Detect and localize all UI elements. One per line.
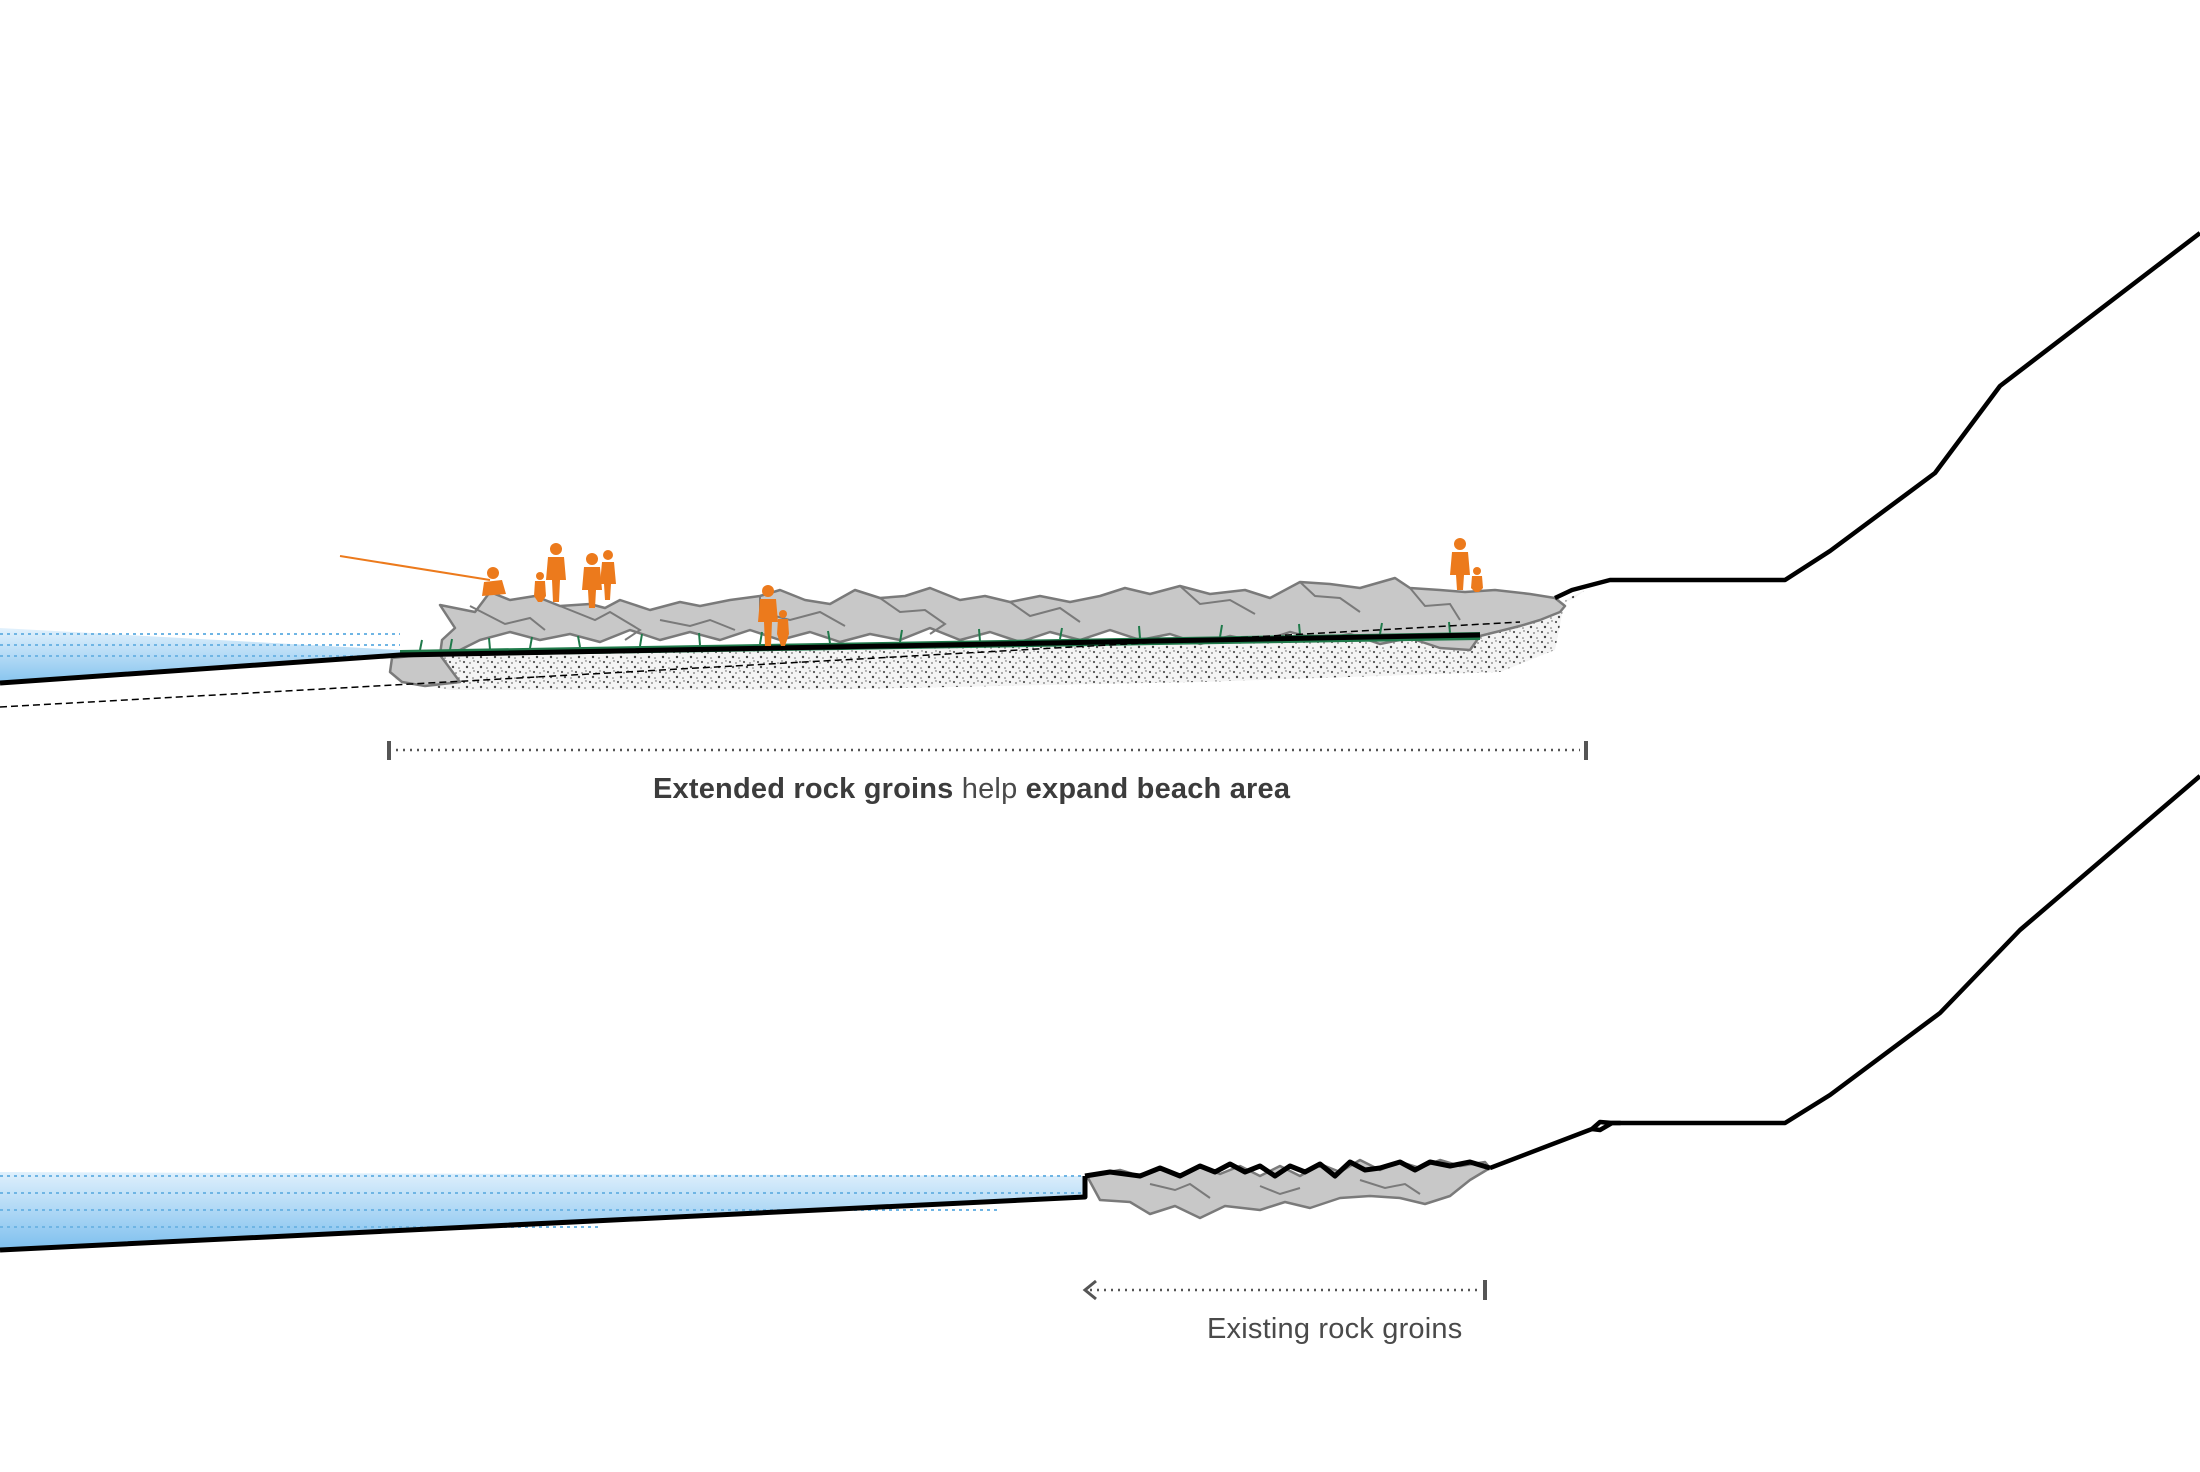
top-grass-blades [419,621,1451,651]
bottom-slope-line-upper [1591,774,2200,1133]
top-water [0,628,400,683]
person-adult-icon [1450,538,1470,590]
top-section [0,231,2200,760]
existing-groins-caption: Existing rock groins [1207,1313,1463,1345]
person-child-icon [1471,567,1483,592]
person-child-icon [534,572,546,602]
caption-help: help [953,773,1026,805]
top-ground-line [0,632,1481,686]
person-fishing-icon [339,555,506,596]
top-rock-detail [469,581,1461,641]
top-dimension-line [387,741,1588,760]
top-people [339,538,1483,646]
person-child-icon [777,610,789,646]
bottom-rock-crest [1084,1159,1491,1179]
extended-groins-caption: Extended rock groins help expand beach a… [653,773,1290,806]
bottom-water [0,1172,1085,1250]
top-slope-line [1554,231,2200,601]
caption-bold-groins: Extended rock groins [653,773,954,805]
person-adult-icon [758,585,778,646]
top-gravel-bed [390,590,1585,690]
arrow-left-icon [1082,1279,1097,1301]
caption-bold-expand: expand beach area [1025,773,1291,805]
person-adult-icon [600,550,616,600]
bottom-ground-line [0,1176,1088,1253]
top-rock-groin [388,576,1567,688]
bottom-section [0,774,2200,1301]
person-adult-icon [546,543,566,602]
bottom-dimension-line [1082,1279,1487,1301]
top-existing-bed-line [0,621,1521,708]
person-adult-icon [582,553,602,608]
bottom-rock-detail [1149,1179,1421,1199]
